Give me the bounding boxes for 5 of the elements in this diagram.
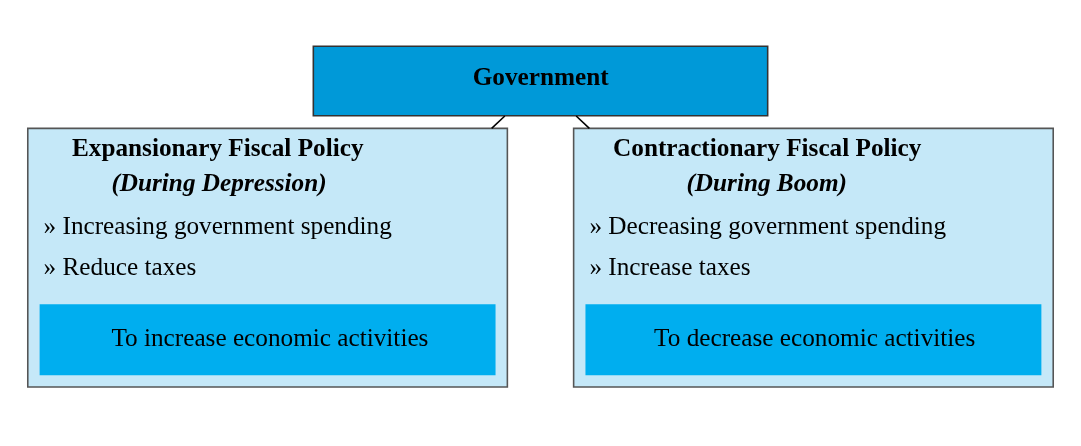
node-box: To decrease economic activities — [585, 304, 1042, 376]
connector — [490, 115, 506, 130]
node-box: To increase economic activities — [39, 304, 496, 376]
connector — [575, 115, 591, 130]
node-box: Government — [312, 45, 769, 117]
